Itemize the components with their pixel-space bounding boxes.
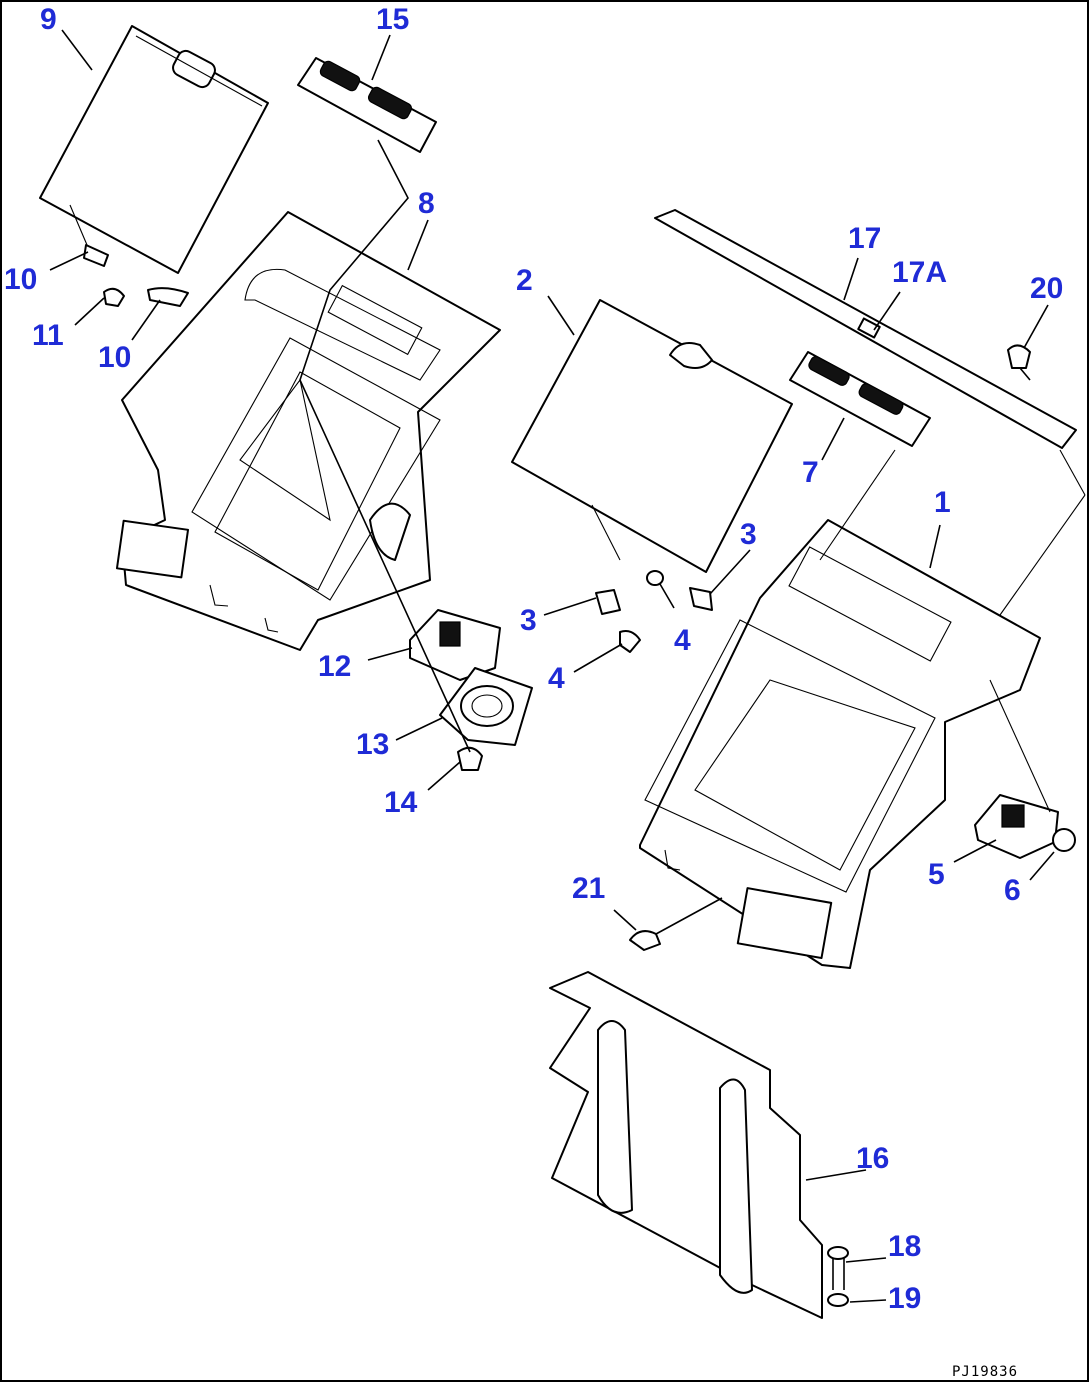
callout-15: 15 (376, 3, 409, 36)
console-part-1 (639, 519, 1041, 969)
callout-3-left: 3 (520, 604, 537, 637)
blower-part-12 (409, 609, 501, 681)
screw-part-21 (629, 930, 661, 951)
callout-4-lower: 4 (548, 662, 565, 695)
screw-part-14 (457, 746, 483, 771)
callout-18: 18 (888, 1230, 921, 1263)
callout-7: 7 (802, 456, 819, 489)
callout-12: 12 (318, 650, 351, 683)
callout-16: 16 (856, 1142, 889, 1175)
leader-lines (49, 29, 1086, 1303)
callout-5: 5 (928, 858, 945, 891)
callout-3: 3 (740, 518, 757, 551)
callout-6: 6 (1004, 874, 1021, 907)
blower-part-5 (974, 794, 1059, 859)
callout-8: 8 (418, 187, 435, 220)
callout-20: 20 (1030, 272, 1063, 305)
callout-10-lower: 10 (98, 341, 131, 374)
callout-21: 21 (572, 872, 605, 905)
drawing-code: PJ19836 (952, 1364, 1018, 1380)
bolt-part-18 (827, 1246, 849, 1290)
callout-11: 11 (32, 319, 64, 352)
callout-17a: 17A (892, 256, 947, 289)
lid-part-9 (39, 25, 269, 274)
callout-4: 4 (674, 624, 691, 657)
console-part-8 (115, 211, 501, 651)
panel-part-16 (549, 971, 823, 1319)
lid-part-2 (511, 299, 793, 573)
knob-part-6 (1052, 828, 1076, 852)
screw-part-20 (1007, 344, 1031, 381)
bracket-part-3 (595, 587, 713, 615)
nut-part-4 (619, 570, 664, 653)
callout-9: 9 (40, 3, 57, 36)
nut-part-11 (103, 287, 125, 307)
strip-part-17 (654, 209, 1077, 449)
callout-10: 10 (4, 263, 37, 296)
callout-1: 1 (934, 486, 951, 519)
bezel-part-13 (439, 667, 533, 746)
washer-part-19 (827, 1293, 849, 1307)
vent-grille-part-15 (297, 57, 437, 153)
callout-14: 14 (384, 786, 418, 819)
callout-13: 13 (356, 728, 389, 761)
callout-19: 19 (888, 1282, 921, 1315)
callout-17: 17 (848, 222, 881, 255)
callout-2: 2 (516, 264, 533, 297)
vent-grille-part-7 (789, 351, 931, 447)
